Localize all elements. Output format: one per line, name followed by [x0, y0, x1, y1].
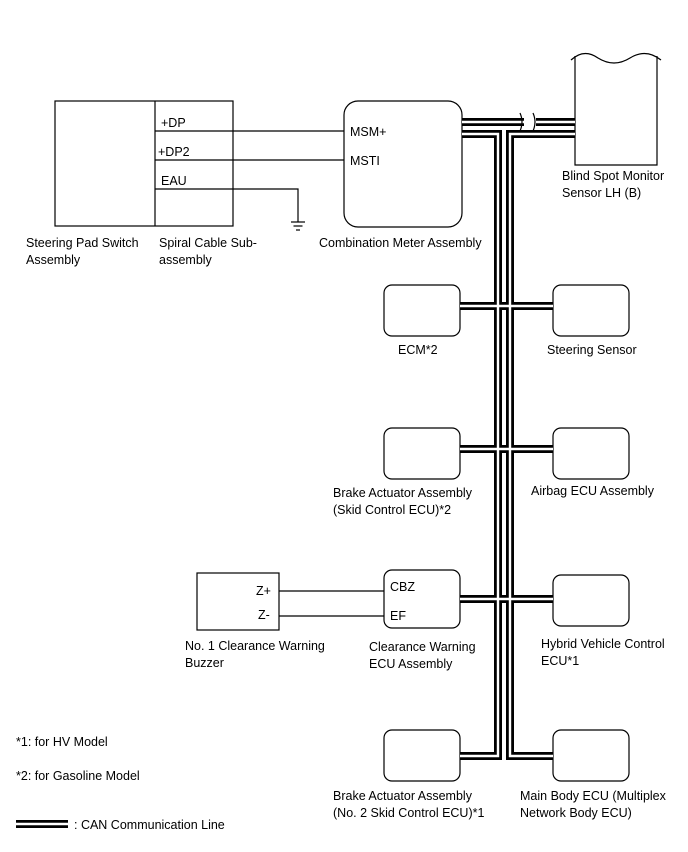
hybrid-ecu-box [552, 574, 630, 627]
label-steering-pad-switch: Steering Pad Switch Assembly [26, 236, 142, 267]
label-ecm: ECM*2 [398, 343, 438, 357]
wire-eau [155, 188, 299, 222]
brake-actuator-box [383, 427, 461, 480]
combination-meter-box [343, 100, 463, 228]
brake-actuator-2-box [383, 729, 461, 782]
pin-eau: EAU [161, 174, 187, 188]
can-bus [460, 112, 575, 760]
note-gasoline: *2: for Gasoline Model [16, 769, 140, 783]
label-combination-meter: Combination Meter Assembly [319, 236, 482, 250]
label-spiral-cable: Spiral Cable Sub- assembly [159, 236, 260, 267]
steering-sensor-box [552, 284, 630, 337]
label-clearance-buzzer: No. 1 Clearance Warning Buzzer [185, 639, 328, 670]
blind-spot-monitor-break [570, 52, 662, 64]
pin-msti: MSTI [350, 154, 380, 168]
label-airbag-ecu: Airbag ECU Assembly [531, 484, 655, 498]
note-hv: *1: for HV Model [16, 735, 108, 749]
label-hybrid-ecu: Hybrid Vehicle Control ECU*1 [541, 637, 668, 668]
label-blind-spot-monitor: Blind Spot Monitor Sensor LH (B) [562, 169, 668, 200]
main-body-ecu-box [552, 729, 630, 782]
label-steering-sensor: Steering Sensor [547, 343, 637, 357]
pin-dp2: +DP2 [158, 145, 190, 159]
line-break-icon [519, 112, 536, 132]
blind-spot-monitor-box [574, 56, 658, 166]
pin-dp: +DP [161, 116, 186, 130]
label-main-body-ecu: Main Body ECU (Multiplex Network Body EC… [520, 789, 669, 820]
legend-can-label: : CAN Communication Line [74, 818, 225, 832]
label-clearance-ecu: Clearance Warning ECU Assembly [369, 640, 479, 671]
ground-icon [291, 221, 305, 231]
clearance-buzzer-box [196, 572, 280, 631]
pin-zminus: Z- [258, 608, 270, 622]
ecm-box [383, 284, 461, 337]
pin-msm: MSM+ [350, 125, 386, 139]
pin-zplus: Z+ [256, 584, 271, 598]
airbag-ecu-box [552, 427, 630, 480]
steering-pad-switch-box [54, 100, 234, 227]
label-brake-actuator: Brake Actuator Assembly (Skid Control EC… [333, 486, 475, 517]
pin-ef: EF [390, 609, 406, 623]
pin-cbz: CBZ [390, 580, 415, 594]
label-brake-actuator-2: Brake Actuator Assembly (No. 2 Skid Cont… [333, 789, 484, 820]
